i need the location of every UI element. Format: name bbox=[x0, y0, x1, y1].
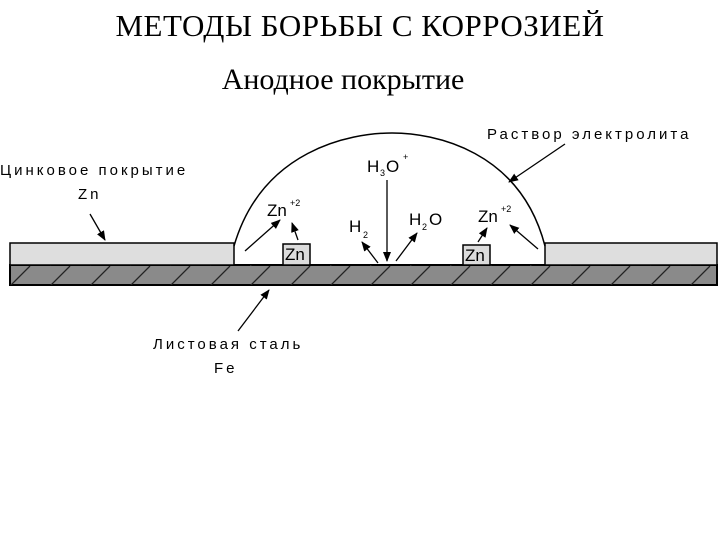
h2-label: H 2 bbox=[349, 217, 368, 240]
h3o-label: H 3 O + bbox=[367, 152, 408, 180]
steel-hatching bbox=[10, 265, 717, 285]
zn-ion-right-label: Zn +2 bbox=[478, 204, 511, 226]
arrow-zn-right-b bbox=[509, 224, 539, 250]
arrow-zn-left-a bbox=[244, 219, 281, 252]
arrow-zn-right-a bbox=[477, 227, 488, 243]
zinc-coating-label: Цинковое покрытие bbox=[0, 162, 188, 179]
steel-label: Листовая сталь bbox=[153, 336, 303, 353]
h2o-label: H 2 O bbox=[409, 210, 442, 234]
zn-block-left-label: Zn bbox=[285, 245, 305, 264]
arrow-h2o-up bbox=[395, 232, 418, 262]
arrow-h2-up bbox=[361, 241, 379, 264]
zinc-coating-symbol: Zn bbox=[78, 186, 102, 203]
zn-block-right-label: Zn bbox=[465, 246, 485, 265]
steel-symbol: Fe bbox=[214, 360, 238, 377]
arrow-electrolyte bbox=[508, 143, 566, 183]
zinc-coating-right bbox=[544, 242, 718, 266]
zn-block-right bbox=[462, 244, 491, 266]
zn-ion-left-label: Zn +2 bbox=[267, 198, 300, 220]
arrow-zn-left-b bbox=[291, 222, 299, 241]
arrow-steel bbox=[237, 289, 270, 332]
zinc-coating-left bbox=[9, 242, 235, 266]
electrolyte-droplet bbox=[233, 132, 546, 247]
slide-subtitle: Анодное покрытие bbox=[221, 63, 465, 96]
slide-title: МЕТОДЫ БОРЬБЫ С КОРРОЗИЕЙ bbox=[115, 8, 605, 43]
electrolyte-label: Раствор электролита bbox=[487, 126, 691, 143]
zn-block-left bbox=[282, 243, 311, 266]
arrow-zinc-coating bbox=[89, 213, 106, 241]
